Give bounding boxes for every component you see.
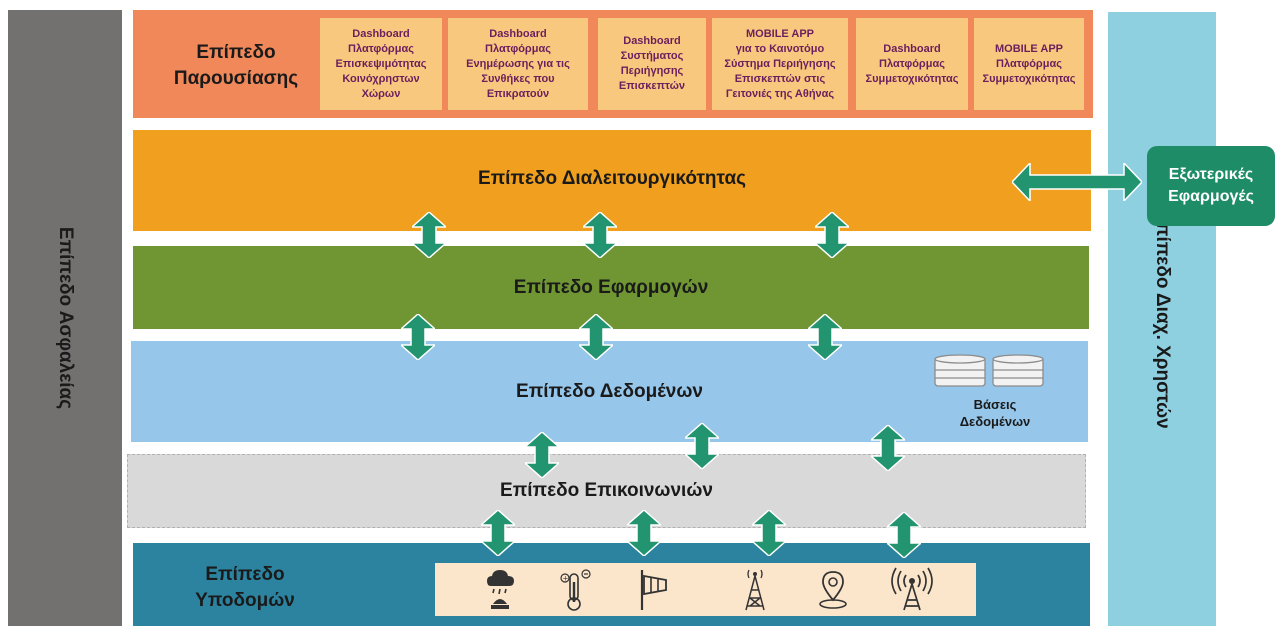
applications-layer: Επίπεδο Εφαρμογών [133, 246, 1089, 329]
presentation-box-participation-dashboard: Dashboard Πλατφόρμας Συμμετοχικότητας [856, 18, 968, 110]
presentation-box-visitation-dashboard: Dashboard Πλατφόρμας Επισκεψιμότητας Κοι… [320, 18, 442, 110]
thermometer-icon: + [560, 569, 591, 611]
arrow-applications-data-1 [401, 314, 435, 360]
interoperability-layer: Επίπεδο Διαλειτουργικότητας [133, 130, 1091, 231]
external-applications-box: Εξωτερικές Εφαρμογές [1147, 146, 1275, 226]
presentation-box-tour-mobile-app: MOBILE APP για το Καινοτόμο Σύστημα Περι… [712, 18, 848, 110]
arrow-communications-infrastructure-2 [627, 510, 661, 556]
arrow-applications-data-2 [579, 314, 613, 360]
infrastructure-layer-label: Επίπεδο Υποδομών [195, 564, 295, 611]
arrow-communications-infrastructure-1 [481, 510, 515, 556]
svg-text:+: + [563, 575, 569, 583]
user-management-layer-label: Επίπεδο Διαχ. Χρηστών [1152, 209, 1173, 429]
antenna-signal-icon [891, 567, 933, 611]
presentation-layer-label: Επίπεδο Παρουσίασης [173, 42, 299, 89]
presentation-box-conditions-dashboard: Dashboard Πλατφόρμας Ενημέρωσης για τις … [448, 18, 588, 110]
cell-tower-icon [745, 569, 765, 611]
interoperability-layer-label: Επίπεδο Διαλειτουργικότητας [477, 167, 747, 189]
data-layer: Επίπεδο Δεδομένων [131, 341, 1088, 442]
security-layer-label: Επίπεδο Ασφαλείας [55, 226, 76, 410]
database-icon [934, 354, 1044, 387]
arrow-interop-applications-1 [412, 212, 446, 258]
windsock-icon [640, 570, 667, 610]
presentation-box-tour-system-dashboard: Dashboard Συστήματος Περιήγησης Επισκεπτ… [598, 18, 706, 110]
arrow-applications-data-3 [808, 314, 842, 360]
user-management-layer: Επίπεδο Διαχ. Χρηστών [1108, 12, 1216, 626]
location-pin-icon [819, 571, 847, 609]
databases-label: Βάσεις Δεδομένων [959, 397, 1031, 429]
arrow-interop-external [1012, 163, 1142, 201]
arrow-data-communications-2 [685, 423, 719, 469]
presentation-box-participation-mobile-app: MOBILE APP Πλατφόρμας Συμμετοχικότητας [974, 18, 1084, 110]
communications-layer-label: Επίπεδο Επικοινωνιών [500, 480, 713, 501]
weather-station-icon [487, 570, 514, 609]
arrow-data-communications-3 [871, 425, 905, 471]
communications-layer: Επίπεδο Επικοινωνιών [127, 454, 1086, 528]
arrow-communications-infrastructure-4 [887, 512, 921, 558]
arrow-interop-applications-2 [583, 212, 617, 258]
applications-layer-label: Επίπεδο Εφαρμογών [513, 276, 709, 298]
sensor-icon-strip [435, 563, 976, 616]
data-layer-label: Επίπεδο Δεδομένων [516, 380, 703, 402]
security-layer: Επίπεδο Ασφαλείας [8, 10, 122, 626]
arrow-interop-applications-3 [815, 212, 849, 258]
arrow-communications-infrastructure-3 [752, 510, 786, 556]
arrow-data-communications-1 [525, 432, 559, 478]
